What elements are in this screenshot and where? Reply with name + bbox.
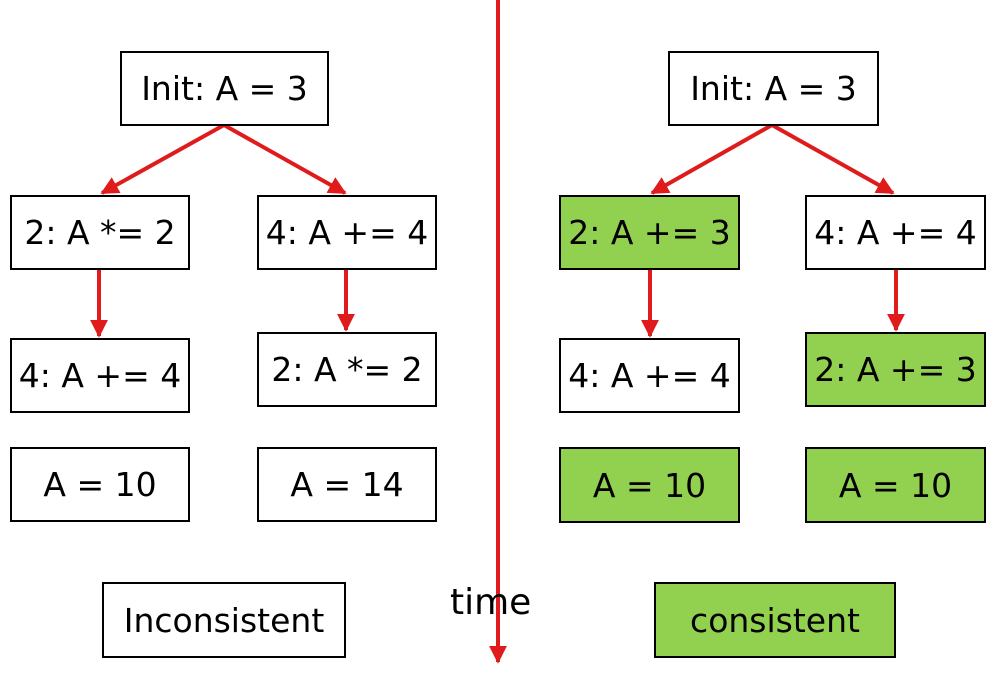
right-branch-a-step1-box: 2: A += 3 — [559, 195, 740, 270]
right-branch-a-step2-box: 4: A += 4 — [559, 338, 740, 413]
right-branch-b-result-box: A = 10 — [805, 447, 986, 523]
right-branch-a-result-box: A = 10 — [559, 447, 740, 523]
left-branch-b-step1-box: 4: A += 4 — [257, 195, 437, 270]
right-branch-b-step2-box: 2: A += 3 — [805, 332, 986, 407]
right-verdict-box: consistent — [654, 582, 896, 658]
time-label: time — [450, 582, 532, 623]
left-branch-b-step2-box: 2: A *= 2 — [257, 332, 437, 407]
right-init-to-branch-a-arrow — [650, 123, 773, 195]
left-init-to-branch-b-arrow — [223, 123, 347, 195]
left-init-to-branch-a-arrow — [100, 123, 225, 195]
left-init-box: Init: A = 3 — [120, 51, 329, 126]
left-verdict-box: Inconsistent — [102, 582, 346, 658]
left-branch-b-result-box: A = 14 — [257, 447, 437, 522]
left-branch-a-step1-box: 2: A *= 2 — [10, 195, 190, 270]
right-init-to-branch-b-arrow — [771, 123, 895, 195]
left-branch-a-result-box: A = 10 — [10, 447, 190, 522]
right-init-box: Init: A = 3 — [668, 51, 879, 126]
left-branch-a-step2-box: 4: A += 4 — [10, 338, 190, 413]
right-branch-b-step1-box: 4: A += 4 — [805, 195, 986, 270]
